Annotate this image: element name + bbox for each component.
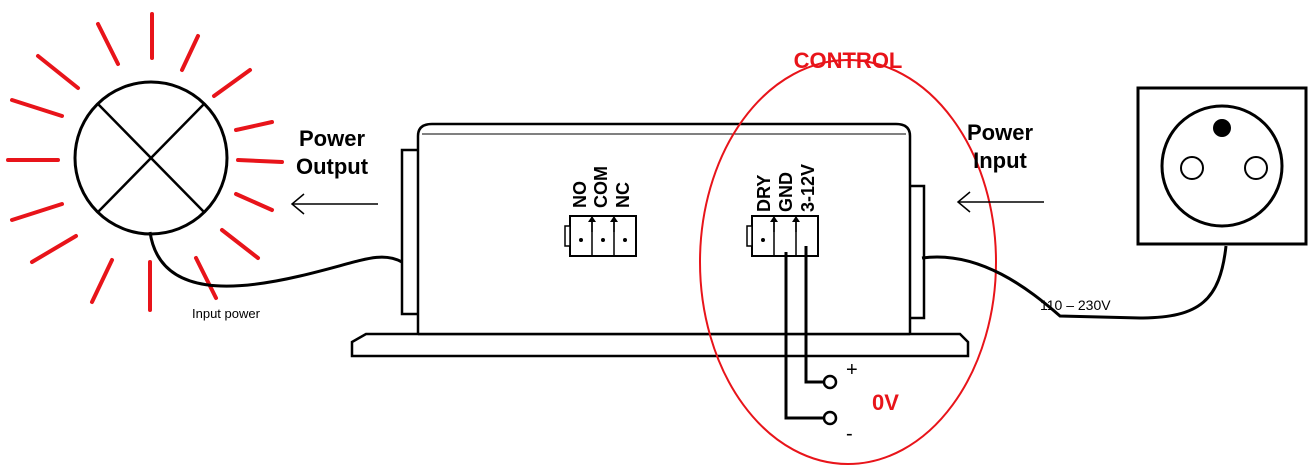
lamp-rays bbox=[6, 12, 284, 312]
output-arrow-icon bbox=[290, 193, 378, 215]
terminal-label-3-12v: 3-12V bbox=[798, 164, 818, 212]
terminal-label-no: NO bbox=[570, 181, 590, 208]
control-label: CONTROL bbox=[794, 48, 903, 73]
plus-sign: + bbox=[846, 359, 858, 381]
zero-volt-label: 0V bbox=[872, 390, 899, 415]
control-highlight bbox=[699, 59, 997, 465]
input-arrow-icon bbox=[956, 191, 1044, 213]
wall-socket-icon bbox=[1136, 86, 1308, 246]
positive-wire bbox=[804, 246, 826, 384]
minus-sign: - bbox=[846, 423, 853, 445]
terminal-label-dry: DRY bbox=[754, 175, 774, 212]
power-output-label-line2: Output bbox=[296, 154, 369, 179]
power-input-label-line1: Power bbox=[967, 120, 1033, 145]
terminal-label-nc: NC bbox=[613, 182, 633, 208]
lamp-cable bbox=[148, 231, 403, 288]
terminal-label-gnd: GND bbox=[776, 172, 796, 212]
lamp-icon bbox=[6, 12, 284, 312]
power-output-label-line1: Power bbox=[299, 126, 365, 151]
terminal-label-com: COM bbox=[591, 166, 611, 208]
relay-terminal-block bbox=[564, 215, 637, 257]
positive-terminal bbox=[822, 374, 838, 390]
gnd-wire bbox=[784, 252, 826, 420]
voltage-range-label: 110 – 230V bbox=[1040, 297, 1111, 313]
negative-terminal bbox=[822, 410, 838, 426]
input-power-label: Input power bbox=[192, 306, 261, 321]
mains-cable bbox=[921, 245, 1228, 320]
power-input-label-line2: Input bbox=[973, 148, 1027, 173]
controller-box bbox=[350, 122, 970, 358]
